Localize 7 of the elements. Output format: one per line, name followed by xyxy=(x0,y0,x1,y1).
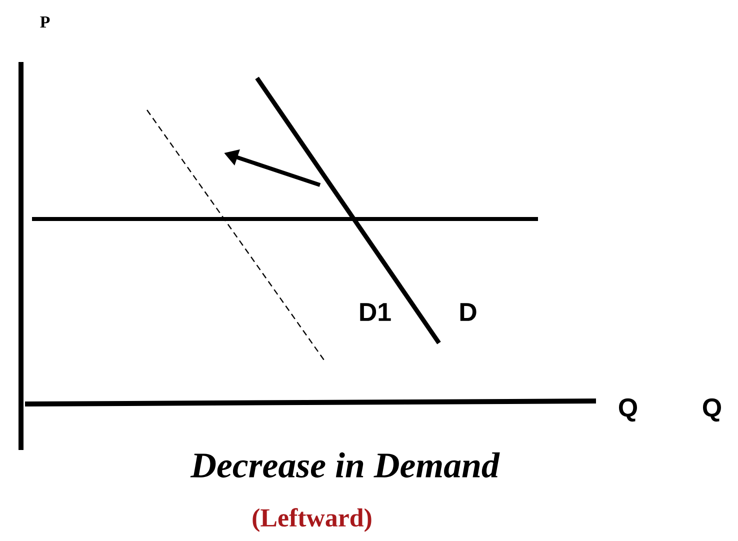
axis-label: Q xyxy=(619,398,637,422)
curve-label: D1 xyxy=(360,303,391,321)
axis-label: P xyxy=(40,16,50,28)
caption: (Leftward) xyxy=(252,508,372,532)
title: Decrease in Demand xyxy=(190,452,500,478)
axis-label: Q xyxy=(703,398,721,422)
curve-label: D xyxy=(460,303,476,321)
